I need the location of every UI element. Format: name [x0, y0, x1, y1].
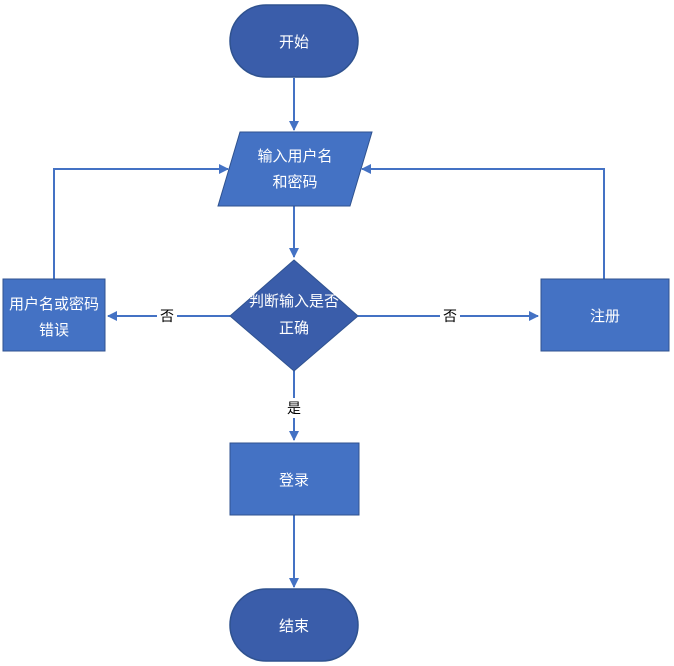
edge-label-yes: 是: [287, 401, 301, 417]
decision-node: 判断输入是否 正确: [229, 259, 359, 372]
input-label-line2: 和密码: [272, 173, 317, 191]
error-node: 用户名或密码 错误: [2, 278, 106, 352]
input-label-line1: 输入用户名: [257, 147, 332, 165]
input-node: 输入用户名 和密码: [217, 131, 373, 207]
start-label: 开始: [279, 33, 309, 51]
start-node: 开始: [229, 4, 359, 78]
arrow-error-back-to-input: [53, 164, 229, 279]
end-label: 结束: [279, 617, 309, 635]
decision-label-line2: 正确: [279, 319, 309, 337]
register-node: 注册: [540, 278, 670, 352]
error-label-line2: 错误: [39, 321, 69, 339]
edge-label-no-right: 否: [443, 309, 457, 325]
login-label: 登录: [279, 471, 309, 489]
end-node: 结束: [229, 588, 359, 662]
register-label: 注册: [590, 307, 620, 325]
arrow-register-back-to-input: [361, 164, 605, 279]
decision-label-line1: 判断输入是否: [249, 292, 339, 310]
login-node: 登录: [229, 442, 360, 516]
edge-label-no-left: 否: [160, 309, 174, 325]
error-label-line1: 用户名或密码: [9, 295, 99, 313]
